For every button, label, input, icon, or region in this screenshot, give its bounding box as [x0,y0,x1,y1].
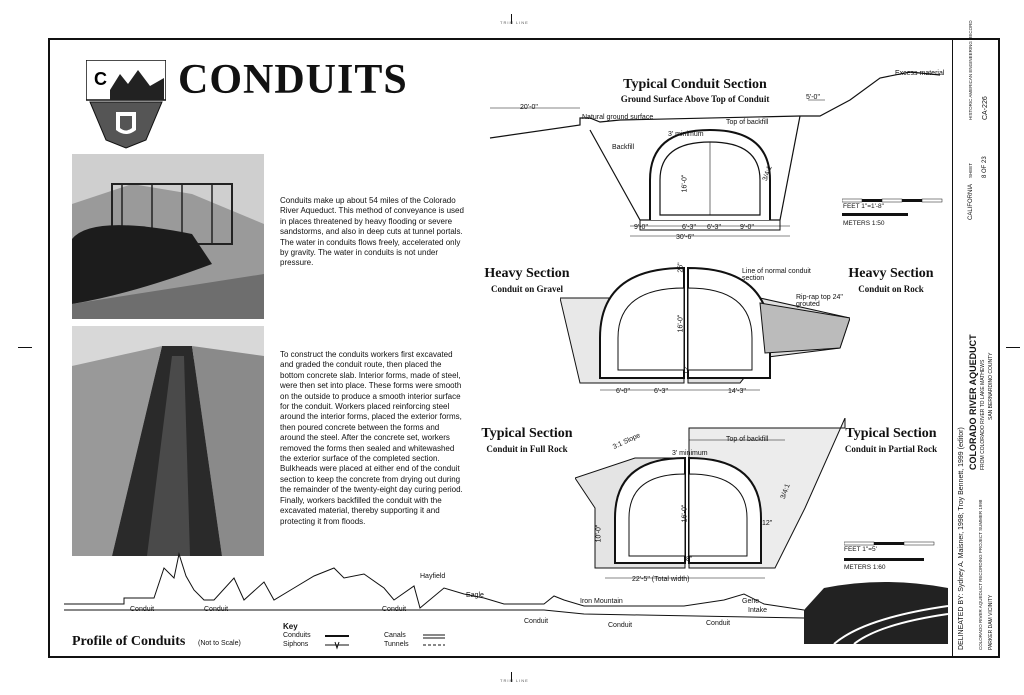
typical-section-drawing [489,71,941,237]
label-dim-1: 9'-0" [634,224,648,231]
heavy-right-subtitle: Conduit on Rock [858,284,924,294]
key-canals: Canals [384,632,406,639]
drawing-sheet [48,38,1000,658]
conduit-label-3: Conduit [382,606,407,613]
vicinity-text: PARKER DAM VICINITY [988,594,994,650]
label-rock-base: 8" [686,556,693,563]
key-conduits: Conduits [283,632,311,639]
delineator-text: DELINEATED BY: Sydney A. Maisner, 1998; … [958,427,965,650]
label-right-dim: 5'-0" [806,94,820,101]
label-dim-3: 6'-3" [707,224,721,231]
label-excess-material: Excess material [895,70,945,77]
rock-section-drawing [575,418,846,579]
conduit-label-1: Conduit [130,606,155,613]
project-subtitle: FROM COLORADO RIVER TO LAKE MATHEWS [980,359,986,470]
label-heavy-d1: 6'-0" [616,388,630,395]
label-dim-4: 9'-0" [740,224,754,231]
label-min-cover: 3' minimum [668,131,704,138]
key-tunnels: Tunnels [384,641,409,648]
conduit-label-2: Conduit [204,606,229,613]
conduit-label-5: Conduit [608,622,633,629]
place-eagle: Eagle [466,592,484,599]
conduit-label-4: Conduit [524,618,549,625]
typical-section-subtitle: Ground Surface Above Top of Conduit [620,94,770,104]
scale-bar-bottom [844,541,935,561]
partial-rock-subtitle: Conduit in Partial Rock [844,444,938,454]
scale-top-meters: METERS 1:50 [843,220,885,227]
label-rock-side: 12" [762,520,773,527]
label-rock-min: 3' minimum [672,450,708,457]
heavy-left-title: Heavy Section [484,266,570,281]
heavy-section-drawing [560,266,850,391]
full-rock-subtitle: Conduit in Full Rock [486,444,568,454]
label-heavy-d2: 6'-3" [654,388,668,395]
paragraph-construction: To construct the conduits workers first … [280,350,463,526]
label-heavy-height: 16'-0" [677,314,685,333]
label-rock-top-backfill: Top of backfill [726,436,769,443]
title-block [952,38,1000,658]
project-name: COLORADO RIVER AQUEDUCT [968,334,978,470]
place-iron-mountain: Iron Mountain [580,598,623,605]
place-hayfield: Hayfield [420,573,446,580]
sheet-number: 8 OF 23 [982,156,988,178]
label-heavy-base: 12" [683,364,691,375]
county-text: SAN BERNARDINO COUNTY [988,352,994,420]
label-natural-ground: Natural ground surface [582,114,654,121]
scale-top-feet: FEET 1"=1'-8" [843,203,884,210]
scale-bottom-feet: FEET 1"=5' [844,546,877,553]
record-number: CA-226 [982,96,989,120]
profile-title: Profile of Conduits [72,634,186,649]
label-conduit-height: 16'-0" [681,174,689,193]
label-total-width: 30'-6" [676,234,694,241]
key-symbols [325,634,445,650]
haer-logo: C [86,60,166,149]
scale-bottom-meters: METERS 1:60 [844,564,886,571]
place-gene: Gene [742,598,760,605]
partial-rock-title: Typical Section [845,426,937,441]
page-title: CONDUITS [178,57,408,103]
svg-text:C: C [94,69,107,89]
photo-conduit-trench [72,326,264,556]
scale-bar-top [842,198,943,216]
paragraph-intro: Conduits make up about 54 miles of the C… [280,196,464,268]
recording-project: COLORADO RIVER AQUEDUCT RECORDING PROJEC… [978,499,983,650]
trim-tick-bottom [511,672,512,682]
typical-section-title: Typical Conduit Section [623,77,767,92]
label-backfill: Backfill [612,144,635,151]
label-heavy-d3: 14'-3" [728,388,746,395]
label-rock-total: 22'-5" (Total width) [632,576,690,583]
profile-drawing [64,552,948,644]
trim-tick-top [511,14,512,24]
heavy-left-subtitle: Conduit on Gravel [490,284,563,294]
sheet-label: SHEET [968,162,973,178]
heavy-right-title: Heavy Section [848,266,934,281]
label-riprap: Rip-rap top 24" grouted [796,294,843,308]
label-line-normal: Line of normal conduit section [742,268,811,282]
label-heavy-top: 26" [677,262,685,273]
profile-note: (Not to Scale) [198,640,241,647]
place-intake: Intake [748,607,768,614]
trim-label-bottom: TRIM LINE [500,678,529,683]
trim-tick-right [1006,347,1020,348]
full-rock-title: Typical Section [481,426,573,441]
photo-conduit-construction [72,154,264,319]
trim-label-top: TRIM LINE [500,20,529,25]
label-top-backfill: Top of backfill [726,119,769,126]
label-left-dim: 20'-0" [520,104,538,111]
key-siphons: Siphons [283,641,309,648]
conduit-label-6: Conduit [706,620,731,627]
label-dim-2: 6'-3" [682,224,696,231]
trim-tick-left [18,347,32,348]
label-rock-left-h: 10'-0" [595,524,603,543]
key-title: Key [283,622,298,631]
label-rock-height: 16'-0" [681,504,689,523]
state-text: CALIFORNIA [968,183,974,220]
program-text: HISTORIC AMERICAN ENGINEERING RECORD [968,20,973,120]
